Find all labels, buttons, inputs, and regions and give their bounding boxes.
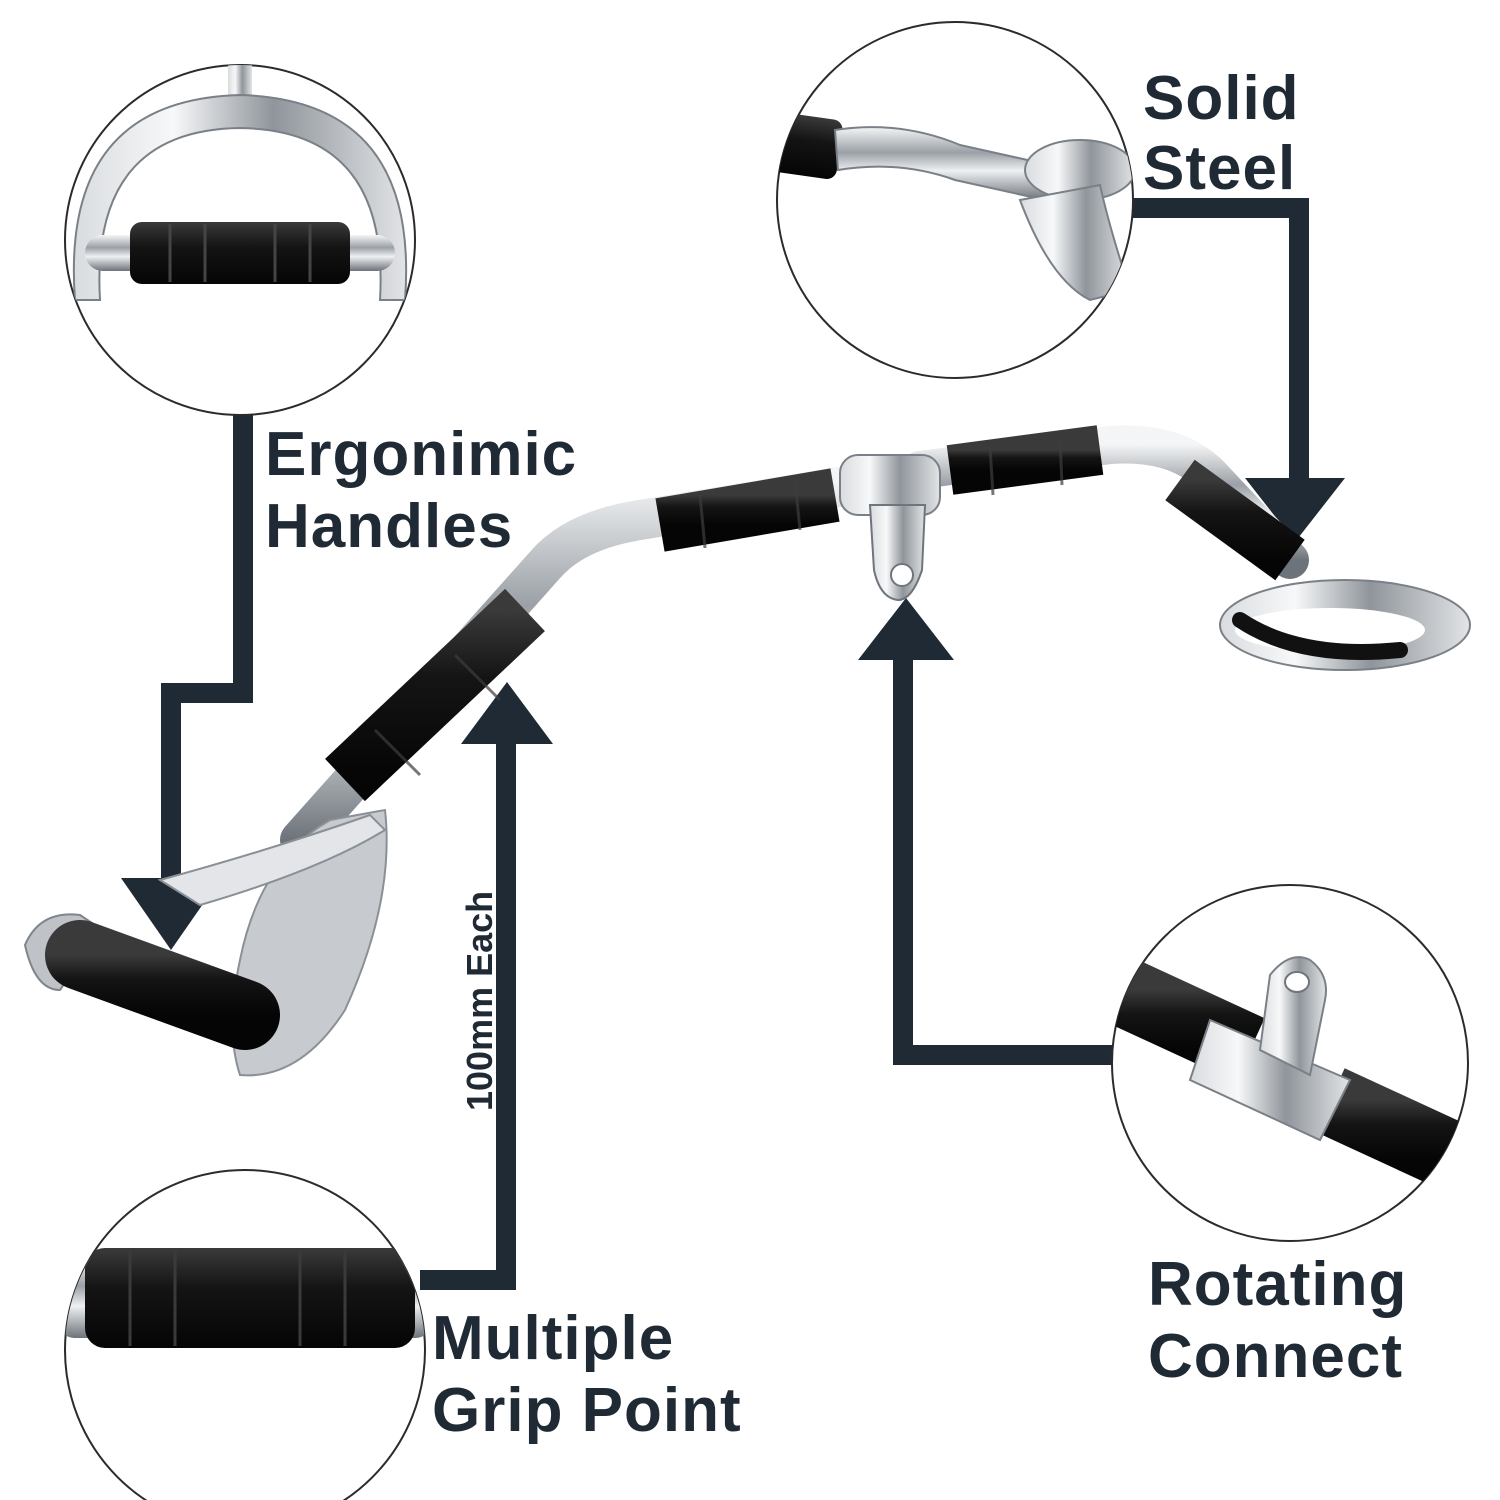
detail-circle-steel — [776, 21, 1134, 379]
detail-circle-grip — [64, 1169, 426, 1500]
rotating-connect-line-1: Rotating — [1148, 1250, 1408, 1319]
lat-bar — [23, 425, 1471, 1077]
detail-circle-handle — [64, 64, 416, 416]
multiple-grip-label: Multiple Grip Point — [432, 1308, 742, 1442]
grip-length-label: 100mm Each — [459, 890, 500, 1111]
multiple-grip-line-1: Multiple — [432, 1304, 675, 1373]
solid-steel-label: Solid Steel — [1143, 68, 1300, 200]
multiple-grip-line-2: Grip Point — [432, 1376, 742, 1445]
ergonomic-handles-label: Ergonimic Handles — [265, 424, 577, 558]
rotating-connect-label: Rotating Connect — [1148, 1254, 1407, 1388]
ergonomic-handles-line-1: Ergonimic — [265, 420, 578, 489]
callout-arrows — [121, 198, 1345, 1290]
detail-circle-swivel — [1111, 884, 1469, 1242]
solid-steel-line-1: Solid — [1143, 64, 1300, 133]
solid-steel-line-2: Steel — [1143, 134, 1297, 203]
ergonomic-handles-line-2: Handles — [265, 492, 514, 561]
rotating-connect-line-2: Connect — [1148, 1322, 1403, 1391]
